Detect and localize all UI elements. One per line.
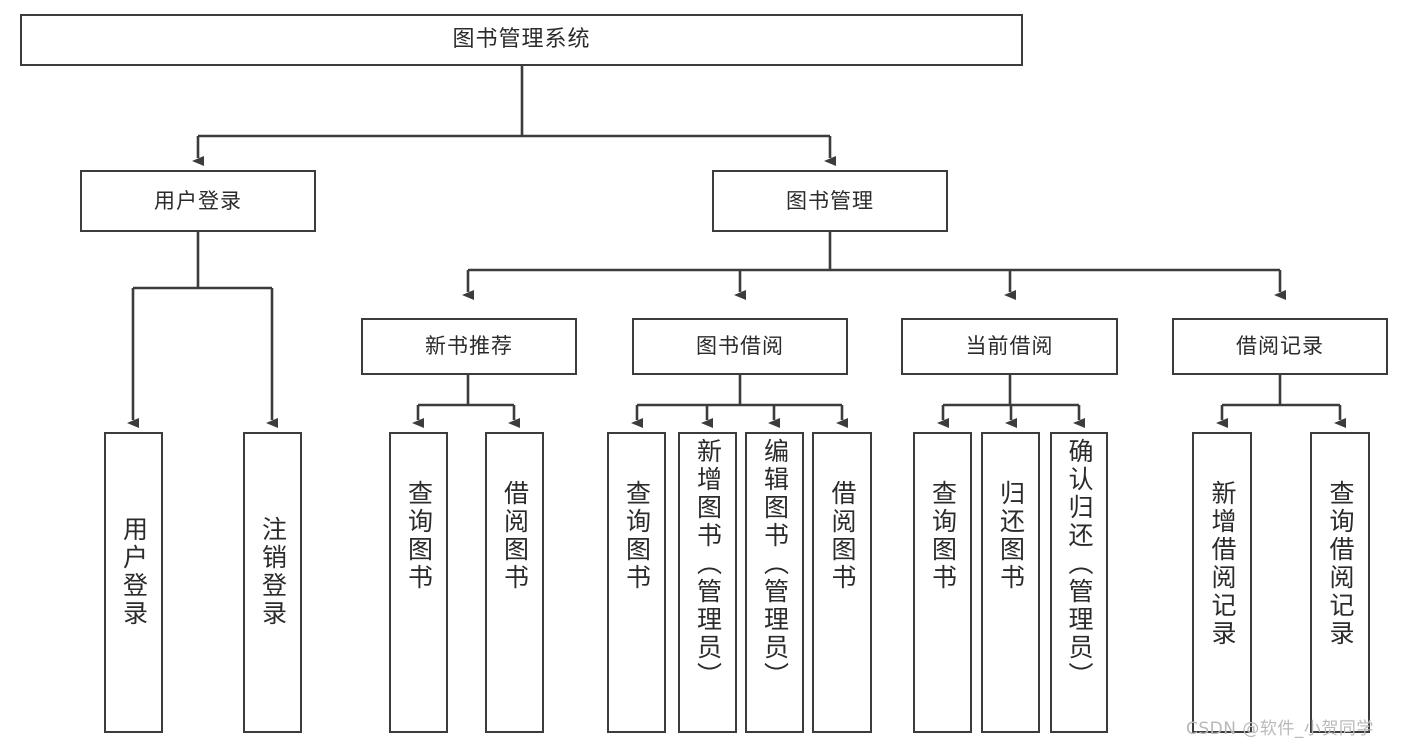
- node-label: 图书管理: [786, 188, 874, 213]
- node-label: 借阅记录: [1236, 334, 1324, 359]
- leaf-logout[interactable]: 注销登录: [243, 432, 302, 733]
- node-label: 图书管理系统: [452, 27, 591, 53]
- leaf-add-book-admin[interactable]: 新增图书（管理员）: [678, 432, 737, 733]
- node-label: 新增借阅记录: [1208, 480, 1237, 648]
- leaf-borrow-book[interactable]: 借阅图书: [812, 432, 872, 733]
- node-label: 确认归还（管理员）: [1065, 438, 1094, 690]
- node-label: 新增图书（管理员）: [693, 438, 723, 690]
- leaf-return-book[interactable]: 归还图书: [981, 432, 1040, 733]
- leaf-borrow-book-recommend[interactable]: 借阅图书: [485, 432, 544, 733]
- node-label: 借阅图书: [828, 480, 857, 592]
- leaf-add-borrow-record[interactable]: 新增借阅记录: [1192, 432, 1252, 733]
- node-label: 用户登录: [154, 188, 242, 213]
- node-label: 图书借阅: [696, 334, 784, 359]
- leaf-query-book-recommend[interactable]: 查询图书: [389, 432, 448, 733]
- node-label: 查询借阅记录: [1326, 480, 1355, 648]
- node-label: 查询图书: [404, 480, 434, 592]
- watermark: CSDN @软件_小贺同学: [1186, 719, 1374, 739]
- node-root-system[interactable]: 图书管理系统: [20, 14, 1023, 66]
- node-label: 注销登录: [258, 516, 288, 628]
- node-label: 新书推荐: [425, 334, 513, 359]
- node-label: 编辑图书（管理员）: [760, 438, 790, 690]
- node-book-borrow[interactable]: 图书借阅: [632, 318, 848, 375]
- node-label: 当前借阅: [965, 334, 1054, 359]
- node-current-borrow[interactable]: 当前借阅: [901, 318, 1118, 375]
- node-label: 归还图书: [996, 480, 1026, 592]
- node-user-login[interactable]: 用户登录: [80, 170, 316, 232]
- node-label: 查询图书: [928, 480, 958, 592]
- node-new-book-recommend[interactable]: 新书推荐: [361, 318, 577, 375]
- node-label: 用户登录: [119, 516, 149, 628]
- leaf-query-borrow-record[interactable]: 查询借阅记录: [1310, 432, 1370, 733]
- leaf-user-login[interactable]: 用户登录: [104, 432, 163, 733]
- node-borrow-record[interactable]: 借阅记录: [1172, 318, 1388, 375]
- leaf-query-book-current[interactable]: 查询图书: [913, 432, 972, 733]
- leaf-edit-book-admin[interactable]: 编辑图书（管理员）: [745, 432, 804, 733]
- node-book-management[interactable]: 图书管理: [712, 170, 948, 232]
- node-label: 查询图书: [622, 480, 652, 592]
- leaf-confirm-return-admin[interactable]: 确认归还（管理员）: [1050, 432, 1108, 733]
- node-label: 借阅图书: [500, 480, 530, 592]
- leaf-query-book[interactable]: 查询图书: [607, 432, 666, 733]
